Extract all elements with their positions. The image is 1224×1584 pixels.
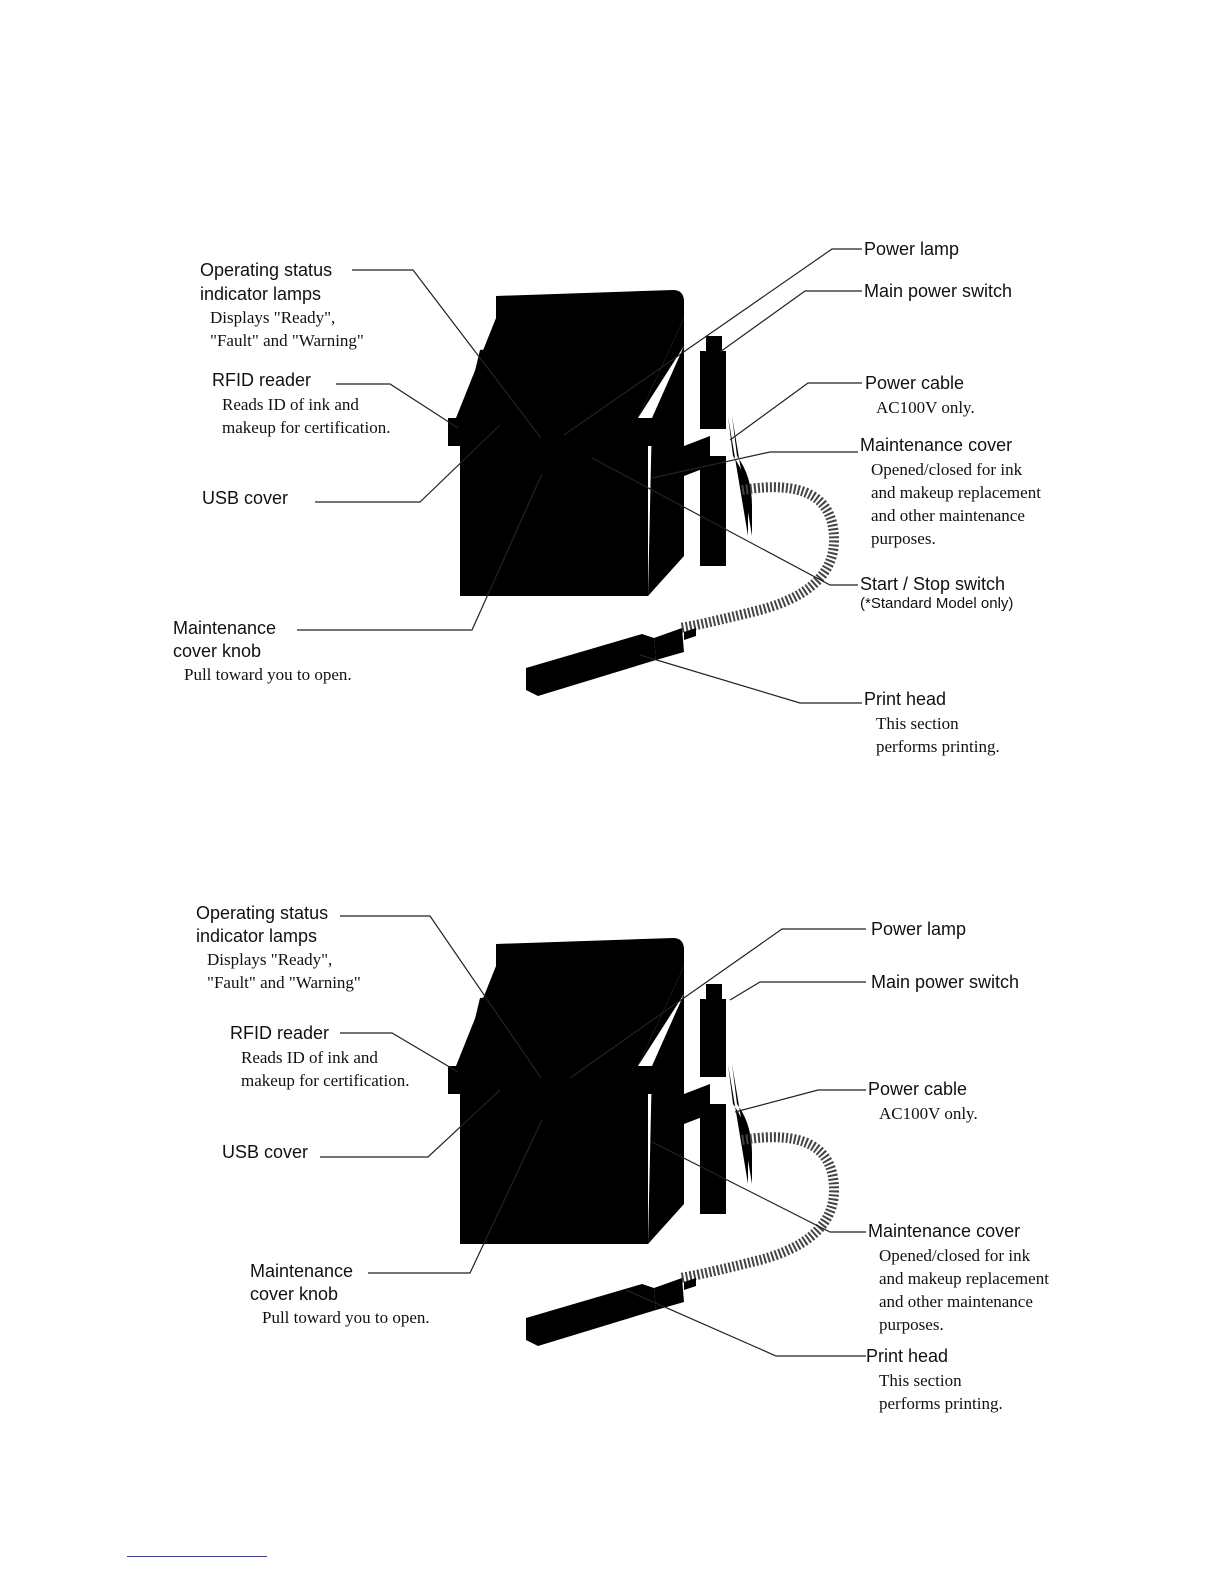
label-rfid-reader-b: RFID reader (230, 1023, 330, 1043)
desc-rfid-reader-1: Reads ID of ink and (222, 395, 359, 414)
label-usb-cover-b: USB cover (222, 1142, 309, 1162)
footnote-rule (127, 1556, 267, 1557)
desc-maintenance-cover-4: purposes. (871, 529, 936, 548)
label-start-stop-switch: Start / Stop switch (860, 574, 1006, 594)
label-power-cable: Power cable (865, 373, 965, 393)
hose-second (679, 1132, 840, 1283)
print-head-illustration-second (526, 1278, 696, 1346)
label-usb-cover: USB cover (202, 488, 289, 508)
label-main-power-switch-b: Main power switch (871, 972, 1020, 992)
leaders-second (320, 915, 866, 1357)
desc-maintenance-cover-2: and makeup replacement (871, 483, 1041, 502)
leaders-standard (297, 248, 862, 704)
desc-operating-status-2-b: "Fault" and "Warning" (207, 973, 361, 992)
desc-power-cable: AC100V only. (876, 398, 975, 417)
desc-maintenance-cover-2-b: and makeup replacement (879, 1269, 1049, 1288)
label-print-head-b: Print head (866, 1346, 949, 1366)
label-operating-status-title-2: indicator lamps (200, 284, 322, 304)
desc-maintenance-knob-b: Pull toward you to open. (262, 1308, 430, 1327)
printer-illustration-second (448, 938, 752, 1244)
desc-print-head-2: performs printing. (876, 737, 1000, 756)
desc-operating-status-1-b: Displays "Ready", (207, 950, 333, 969)
label-print-head: Print head (864, 689, 947, 709)
desc-print-head-2-b: performs printing. (879, 1394, 1003, 1413)
desc-rfid-reader-2-b: makeup for certification. (241, 1071, 410, 1090)
label-rfid-reader: RFID reader (212, 370, 312, 390)
label-operating-status-title-2-b: indicator lamps (196, 926, 318, 946)
label-power-lamp: Power lamp (864, 239, 960, 259)
desc-maintenance-cover-3-b: and other maintenance (879, 1292, 1033, 1311)
desc-power-cable-b: AC100V only. (879, 1104, 978, 1123)
label-operating-status-title-1: Operating status (200, 260, 333, 280)
desc-operating-status-2: "Fault" and "Warning" (210, 331, 364, 350)
hose-standard (679, 482, 840, 633)
label-operating-status-title-1-b: Operating status (196, 903, 329, 923)
label-power-lamp-b: Power lamp (871, 919, 967, 939)
desc-print-head-1-b: This section (879, 1371, 962, 1390)
label-maintenance-knob-2-b: cover knob (250, 1284, 339, 1304)
label-maintenance-cover: Maintenance cover (860, 435, 1013, 455)
label-maintenance-knob-2: cover knob (173, 641, 262, 661)
label-main-power-switch: Main power switch (864, 281, 1013, 301)
label-power-cable-b: Power cable (868, 1079, 968, 1099)
desc-maintenance-cover-3: and other maintenance (871, 506, 1025, 525)
desc-maintenance-cover-1-b: Opened/closed for ink (879, 1246, 1031, 1265)
desc-maintenance-knob: Pull toward you to open. (184, 665, 352, 684)
label-maintenance-knob-1: Maintenance (173, 618, 277, 638)
label-maintenance-cover-b: Maintenance cover (868, 1221, 1021, 1241)
desc-maintenance-cover-4-b: purposes. (879, 1315, 944, 1334)
desc-print-head-1: This section (876, 714, 959, 733)
label-maintenance-knob-1-b: Maintenance (250, 1261, 354, 1281)
desc-rfid-reader-1-b: Reads ID of ink and (241, 1048, 378, 1067)
desc-operating-status-1: Displays "Ready", (210, 308, 336, 327)
note-start-stop-switch: (*Standard Model only) (860, 595, 1014, 612)
desc-maintenance-cover-1: Opened/closed for ink (871, 460, 1023, 479)
desc-rfid-reader-2: makeup for certification. (222, 418, 391, 437)
print-head-illustration-standard (526, 628, 696, 696)
